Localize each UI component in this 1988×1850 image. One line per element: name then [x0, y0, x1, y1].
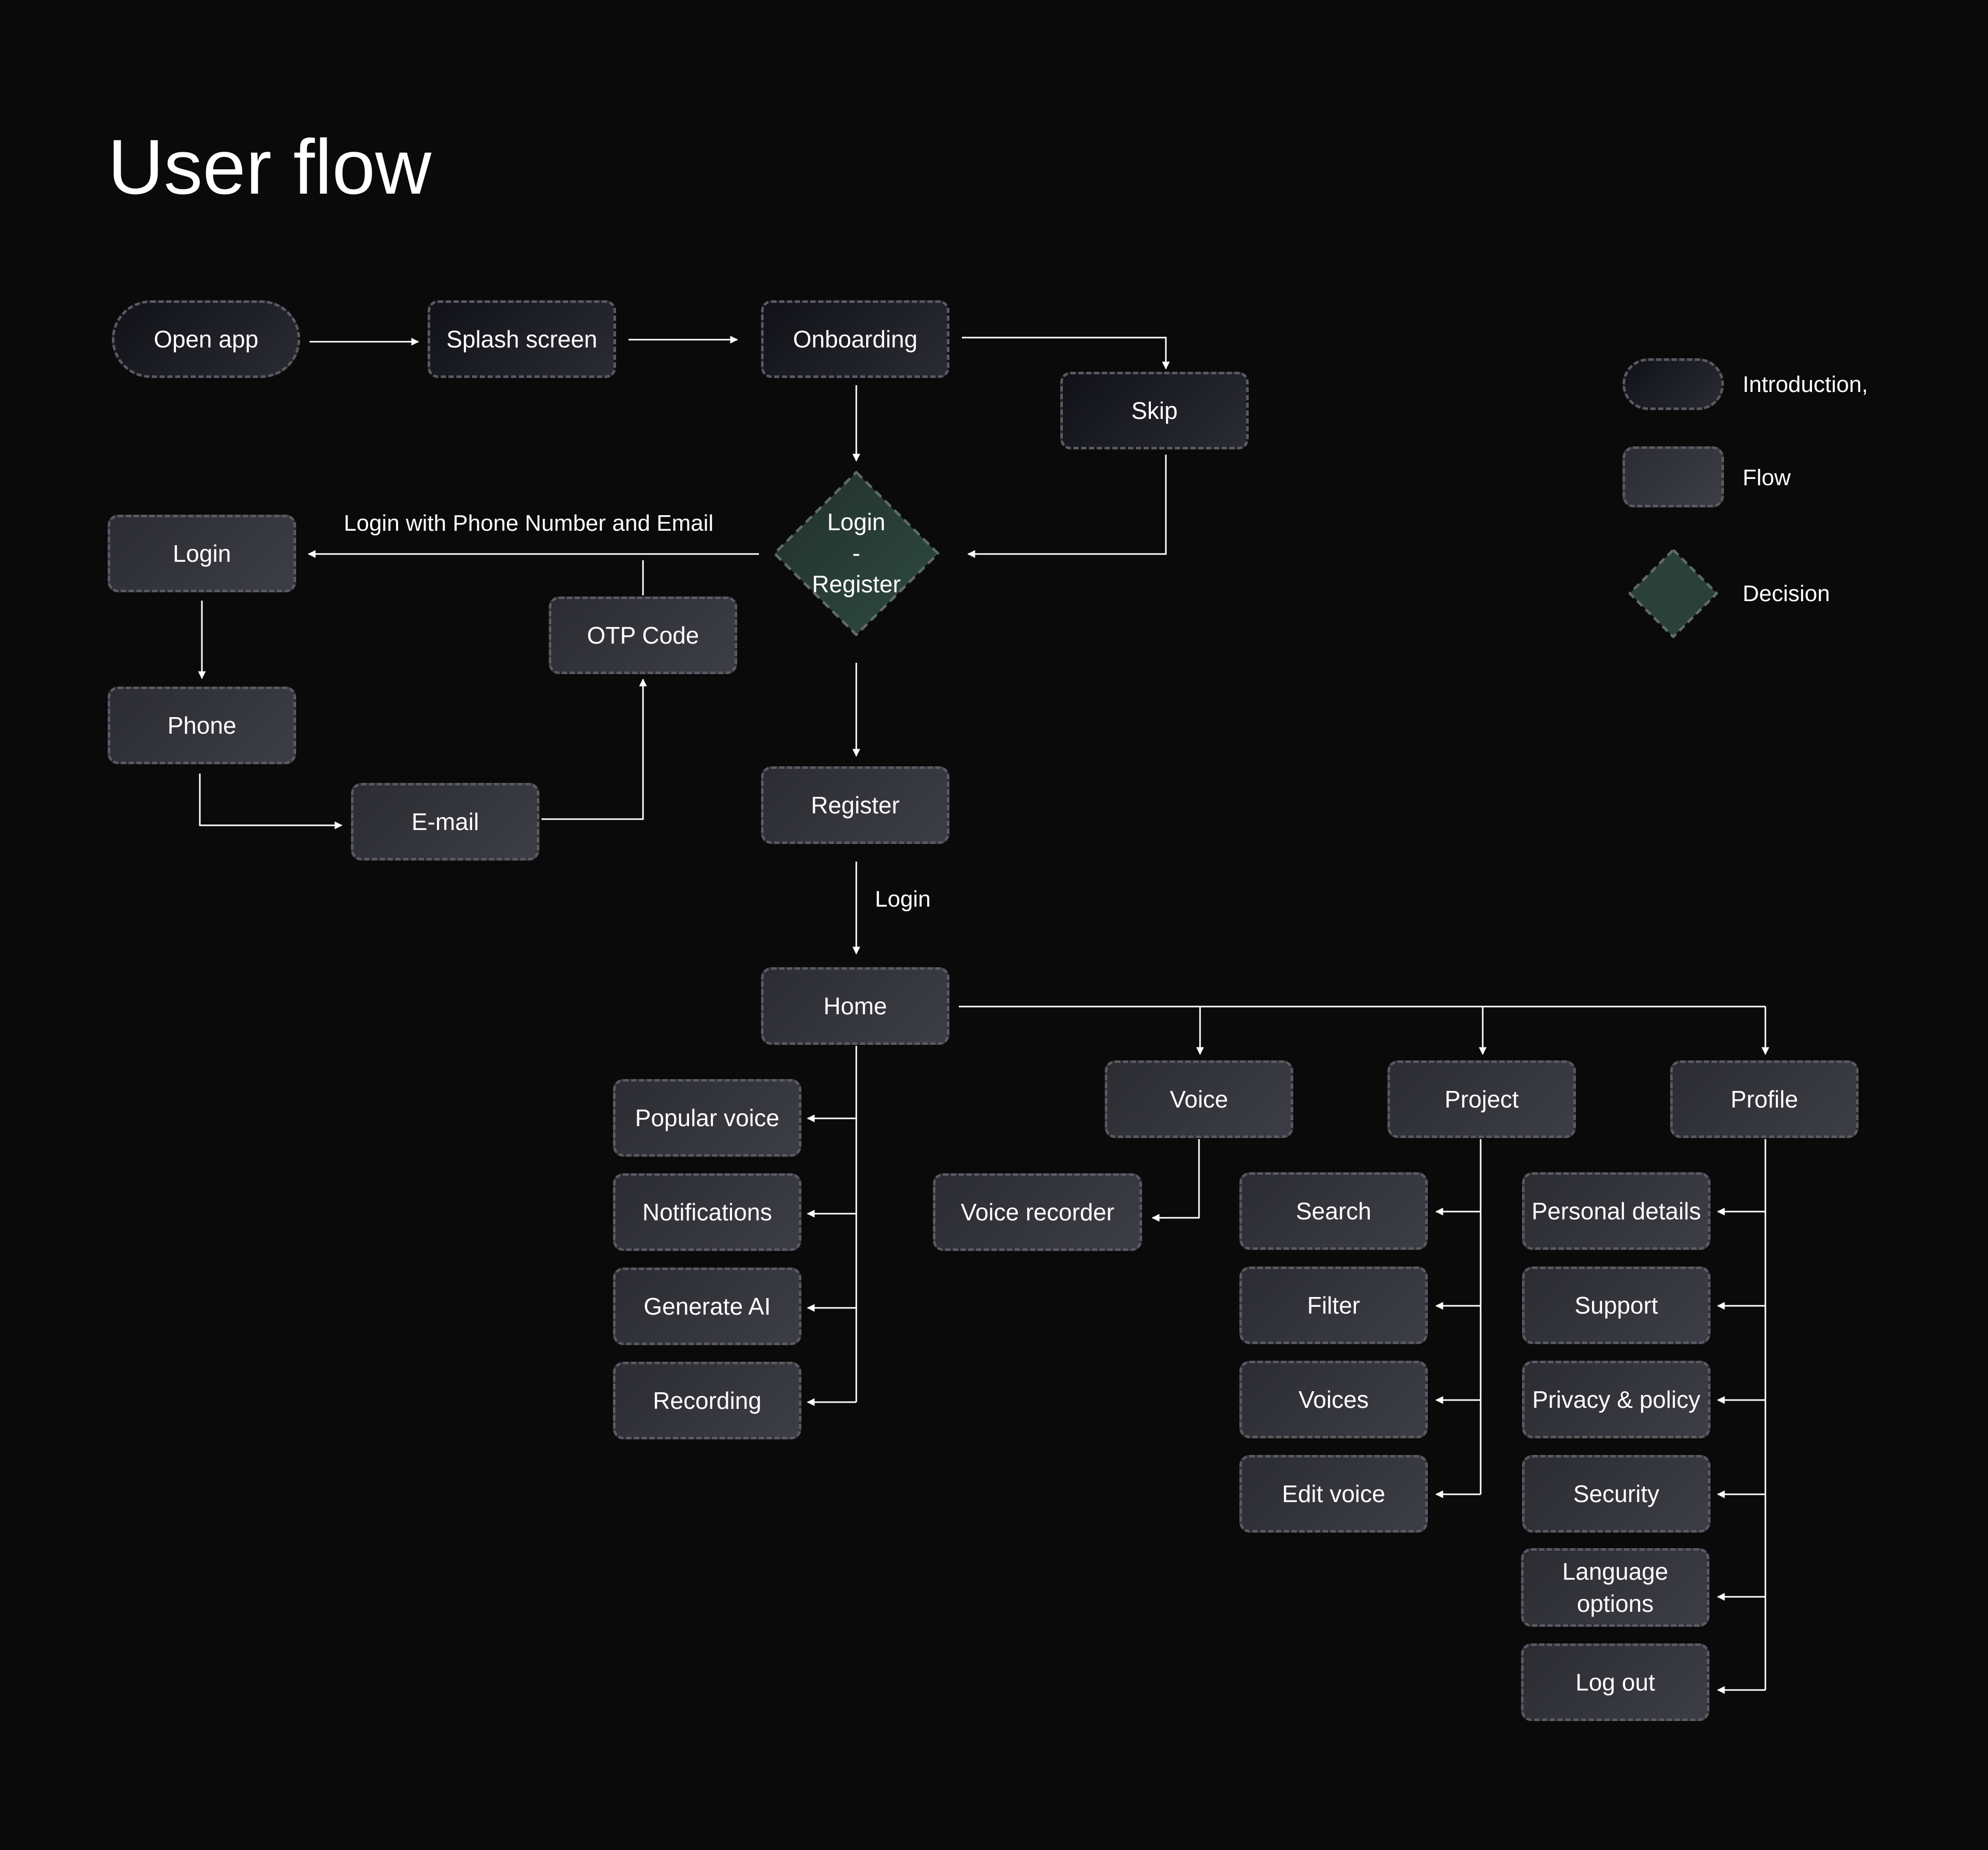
support-node[interactable]: Support — [1522, 1266, 1711, 1344]
project-node[interactable]: Project — [1387, 1060, 1576, 1138]
privacy-policy-label: Privacy & policy — [1532, 1386, 1701, 1413]
register-to-home-label: Login — [875, 886, 931, 912]
filter-label: Filter — [1307, 1291, 1361, 1319]
legend-introduction-label: Introduction, — [1743, 372, 1868, 397]
notifications-node[interactable]: Notifications — [613, 1173, 801, 1251]
home-label: Home — [823, 992, 887, 1019]
edit-voice-node[interactable]: Edit voice — [1239, 1455, 1428, 1533]
profile-node[interactable]: Profile — [1670, 1060, 1859, 1138]
home-node[interactable]: Home — [761, 967, 949, 1045]
personal-details-label: Personal details — [1531, 1197, 1701, 1225]
security-label: Security — [1573, 1480, 1660, 1507]
profile-label: Profile — [1730, 1085, 1799, 1113]
voice-label: Voice — [1170, 1085, 1229, 1113]
legend-decision-label: Decision — [1743, 581, 1830, 606]
email-label: E-mail — [411, 808, 479, 835]
voice-node[interactable]: Voice — [1105, 1060, 1293, 1138]
email-node[interactable]: E-mail — [351, 783, 539, 861]
decision-label-line1: Login — [827, 508, 886, 536]
login-register-decision[interactable]: Login - Register — [769, 468, 943, 639]
login-with-label: Login with Phone Number and Email — [344, 511, 714, 536]
onboarding-label: Onboarding — [793, 325, 918, 353]
voices-label: Voices — [1298, 1386, 1369, 1413]
login-label: Login — [172, 540, 231, 567]
project-label: Project — [1444, 1085, 1519, 1113]
legend-flow-label: Flow — [1743, 465, 1791, 490]
recording-label: Recording — [653, 1387, 762, 1414]
search-label: Search — [1296, 1197, 1371, 1225]
phone-node[interactable]: Phone — [108, 687, 296, 764]
filter-node[interactable]: Filter — [1239, 1266, 1428, 1344]
personal-details-node[interactable]: Personal details — [1522, 1172, 1711, 1250]
legend-intro-swatch — [1622, 358, 1724, 410]
edge-skip-to-decision — [967, 455, 1167, 558]
edit-voice-label: Edit voice — [1282, 1480, 1385, 1507]
popular-voice-node[interactable]: Popular voice — [613, 1079, 801, 1157]
popular-voice-label: Popular voice — [635, 1104, 780, 1131]
open-app-label: Open app — [153, 325, 259, 353]
log-out-node[interactable]: Log out — [1521, 1643, 1709, 1721]
phone-label: Phone — [167, 711, 237, 739]
otp-code-node[interactable]: OTP Code — [549, 596, 737, 674]
splash-screen-node[interactable]: Splash screen — [428, 300, 616, 378]
skip-node[interactable]: Skip — [1060, 372, 1249, 449]
search-node[interactable]: Search — [1239, 1172, 1428, 1250]
open-app-node[interactable]: Open app — [112, 300, 300, 378]
language-options-label: Language options — [1562, 1555, 1669, 1620]
page-title: User flow — [108, 123, 432, 210]
otp-code-label: OTP Code — [587, 621, 699, 649]
decision-label-line3: Register — [812, 570, 901, 598]
edge-voice-to-recorder — [1151, 1139, 1200, 1222]
privacy-policy-node[interactable]: Privacy & policy — [1522, 1361, 1711, 1438]
decision-label-line2: - — [852, 540, 860, 567]
login-node[interactable]: Login — [108, 515, 296, 592]
legend-decision-swatch — [1628, 548, 1718, 638]
generate-ai-label: Generate AI — [644, 1292, 771, 1320]
legend-flow-swatch — [1622, 446, 1724, 507]
decision-diamond-shape — [773, 471, 940, 636]
register-node[interactable]: Register — [761, 766, 949, 844]
generate-ai-node[interactable]: Generate AI — [613, 1268, 801, 1345]
language-options-node[interactable]: Language options — [1521, 1548, 1709, 1627]
notifications-label: Notifications — [642, 1198, 772, 1226]
support-label: Support — [1574, 1291, 1658, 1319]
edge-phone-to-email — [199, 774, 343, 829]
skip-label: Skip — [1131, 397, 1178, 424]
security-node[interactable]: Security — [1522, 1455, 1711, 1533]
language-options-line2: options — [1576, 1590, 1654, 1617]
onboarding-node[interactable]: Onboarding — [761, 300, 949, 378]
recording-node[interactable]: Recording — [613, 1362, 801, 1439]
voice-recorder-node[interactable]: Voice recorder — [933, 1173, 1142, 1251]
edge-email-to-otp — [542, 678, 647, 820]
voices-node[interactable]: Voices — [1239, 1361, 1428, 1438]
language-options-line1: Language — [1562, 1557, 1669, 1585]
decision-label: Login - Register — [812, 507, 900, 600]
voice-recorder-label: Voice recorder — [960, 1198, 1115, 1226]
edge-onboarding-to-skip — [962, 337, 1170, 370]
log-out-label: Log out — [1575, 1668, 1655, 1696]
register-label: Register — [811, 791, 900, 819]
splash-screen-label: Splash screen — [446, 325, 597, 353]
